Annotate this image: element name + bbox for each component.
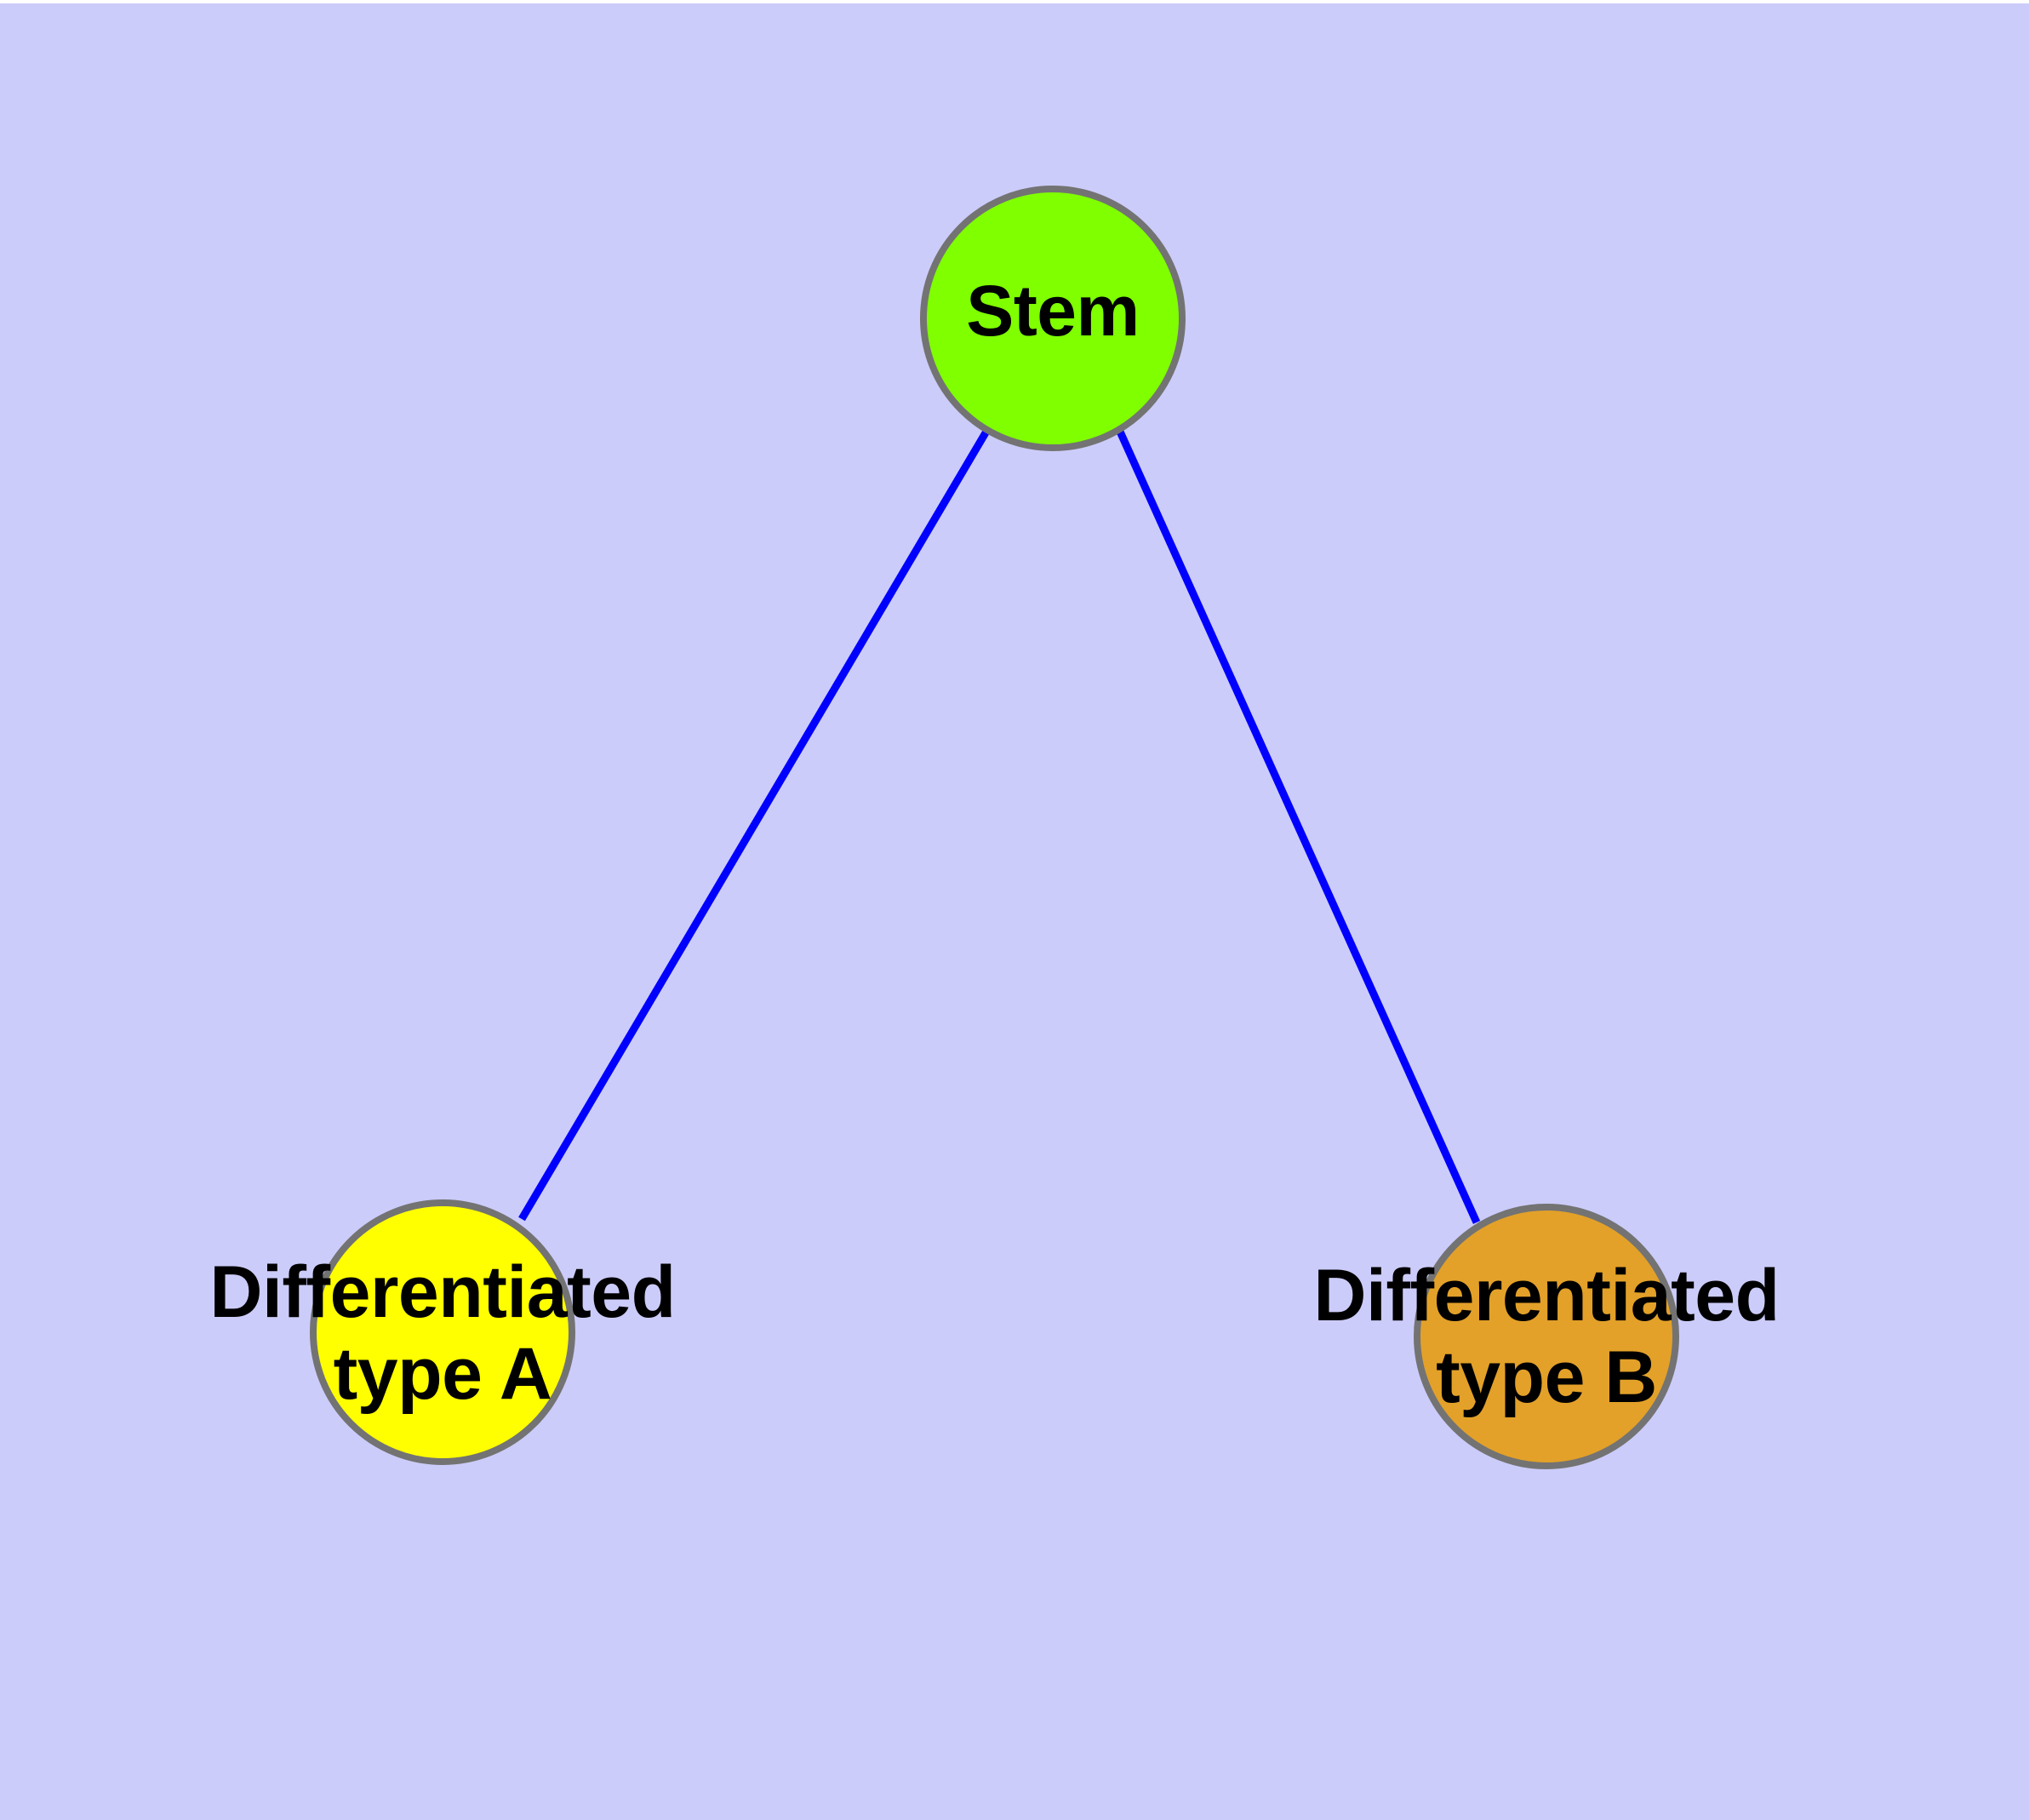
edge-stem-to-type-a	[518, 427, 991, 1222]
edge-stem-to-type-b	[1116, 430, 1481, 1224]
edge-layer	[518, 427, 1481, 1224]
node-circle-type-b[interactable]	[1414, 1204, 1679, 1469]
node-circle-stem[interactable]	[920, 186, 1186, 451]
node-circle-type-a[interactable]	[310, 1199, 575, 1465]
node-layer	[310, 186, 1679, 1469]
